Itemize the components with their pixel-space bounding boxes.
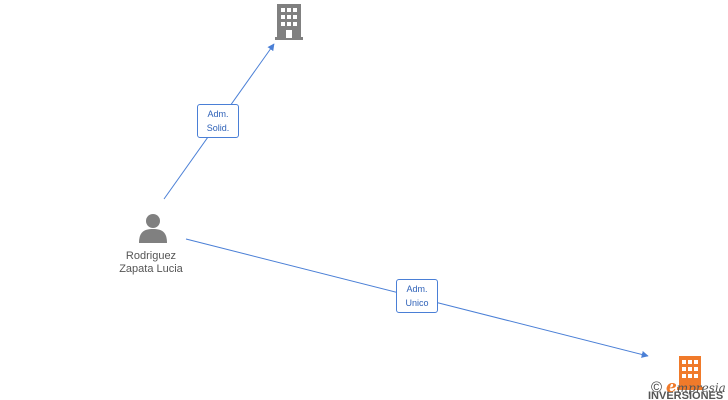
edge-label-line2: Solid.: [206, 123, 230, 133]
building-icon[interactable]: [677, 356, 703, 390]
building-icon[interactable]: [275, 4, 303, 40]
empresia-watermark: © empresia: [651, 378, 726, 397]
person-name-line1: Rodriguez: [125, 250, 177, 262]
person-icon[interactable]: [139, 213, 167, 243]
copyright-symbol: ©: [651, 379, 663, 396]
edge-label-adm-solid[interactable]: Adm. Solid.: [197, 104, 239, 138]
edge-label-line1: Adm.: [406, 284, 428, 294]
person-name-line2: Zapata Lucia: [119, 263, 183, 275]
edge-label-line1: Adm.: [207, 109, 229, 119]
brand-initial: e: [665, 377, 677, 397]
edge-label-line2: Unico: [405, 298, 429, 308]
edge-label-adm-unico[interactable]: Adm. Unico: [396, 279, 438, 313]
person-name[interactable]: Rodriguez Zapata Lucia: [101, 250, 201, 276]
company-name[interactable]: INVERSIONES: [648, 390, 724, 400]
brand-rest: mpresia: [676, 381, 726, 395]
